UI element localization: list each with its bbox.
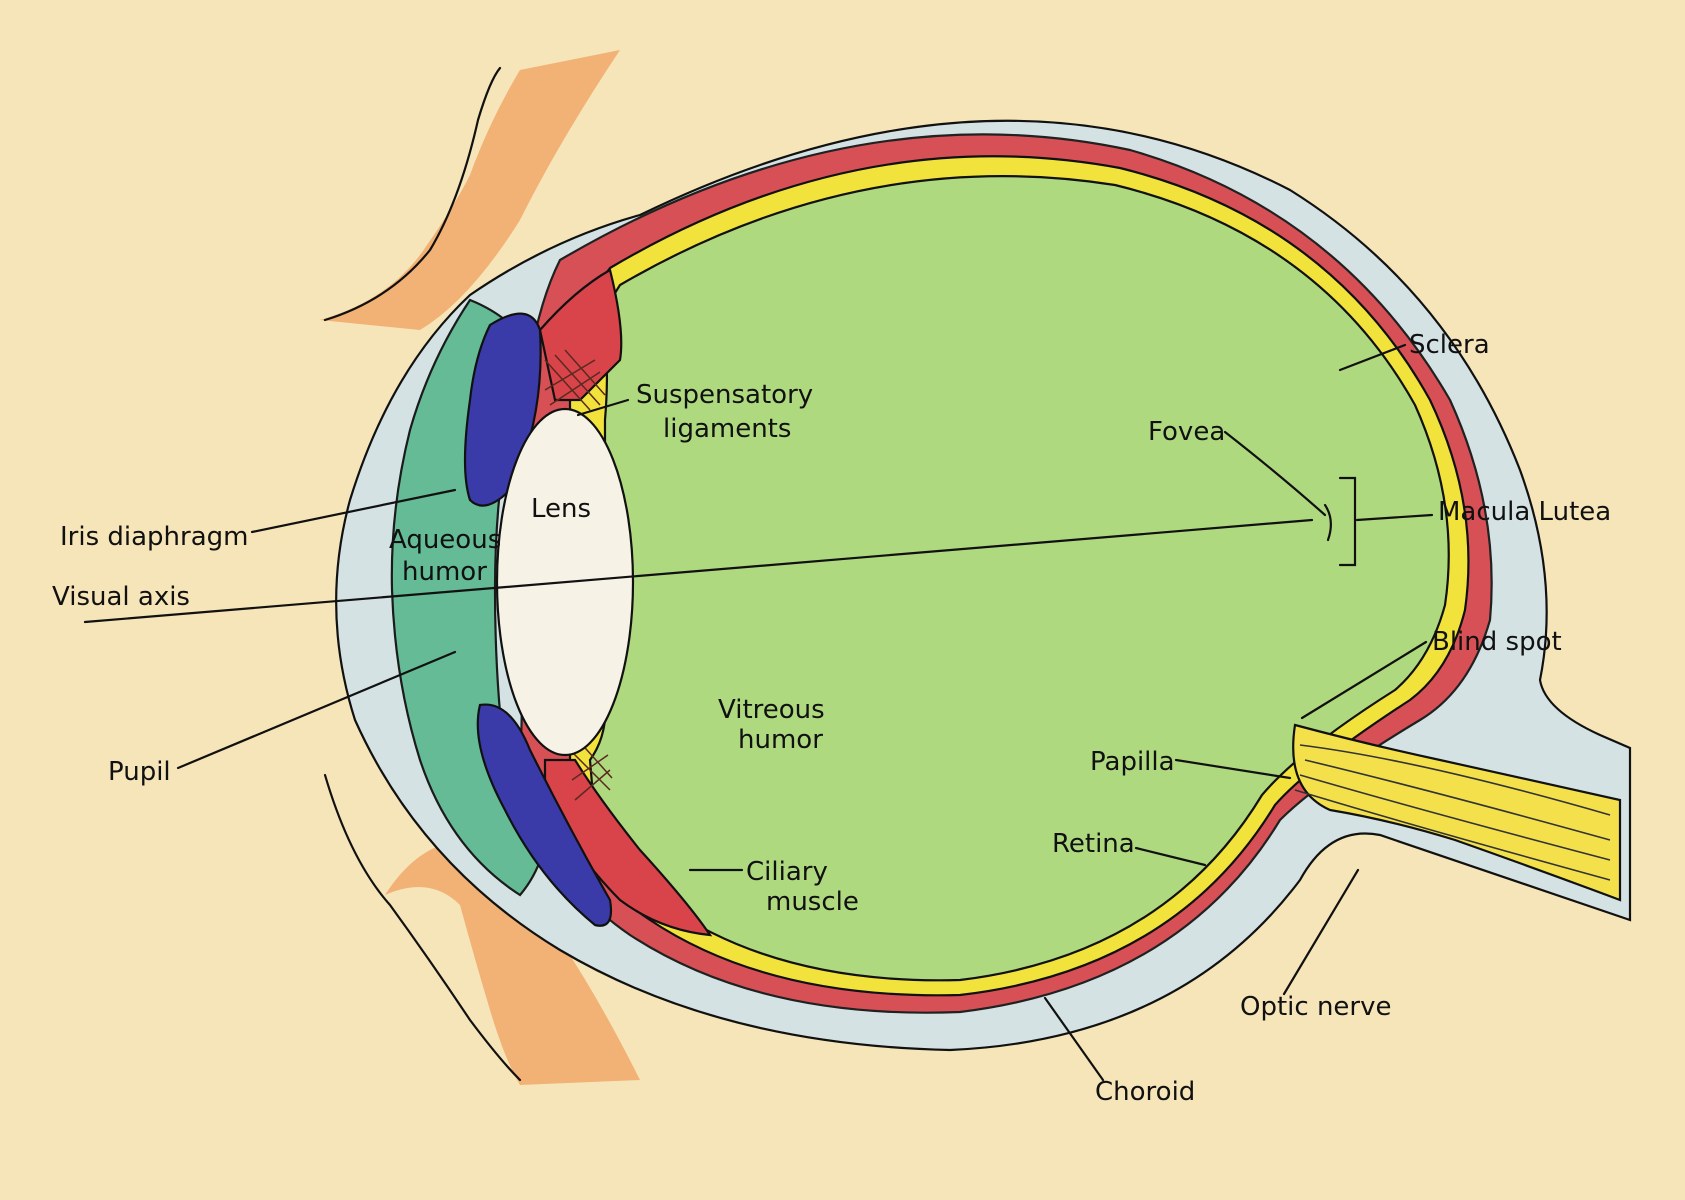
optic-nerve xyxy=(1292,723,1622,902)
label-aqueous-line2: humor xyxy=(402,557,487,587)
suspensatory-ligaments-lower xyxy=(569,739,613,801)
label-papilla: Papilla xyxy=(1090,747,1175,777)
leader-fovea xyxy=(1223,430,1327,517)
leader-suspensatory xyxy=(576,398,630,417)
vitreous-humor xyxy=(588,175,1450,982)
fovea-pit xyxy=(1323,503,1332,542)
label-sclera: Sclera xyxy=(1409,330,1490,360)
leader-blind-spot xyxy=(1300,640,1428,720)
lower-eyelid xyxy=(385,840,640,1085)
label-ciliary-line1: Ciliary xyxy=(746,857,828,887)
leader-iris xyxy=(250,488,457,534)
macula-bracket xyxy=(1338,476,1357,567)
label-optic-nerve: Optic nerve xyxy=(1240,992,1392,1022)
upper-eyelid-outline xyxy=(323,66,502,322)
optic-nerve-fibers xyxy=(1294,744,1611,881)
label-ciliary-line2: muscle xyxy=(766,887,859,917)
visual-axis-line xyxy=(83,518,1314,624)
label-fovea: Fovea xyxy=(1148,417,1225,447)
label-visual-axis: Visual axis xyxy=(52,582,190,612)
label-macula-lutea: Macula Lutea xyxy=(1438,497,1611,527)
ciliary-muscle-upper xyxy=(538,268,623,402)
label-lens: Lens xyxy=(531,494,591,524)
upper-eyelid xyxy=(320,50,620,330)
label-blind-spot: Blind spot xyxy=(1432,627,1562,657)
label-iris-diaphragm: Iris diaphragm xyxy=(60,522,249,552)
leader-sclera xyxy=(1338,343,1407,372)
leader-papilla xyxy=(1174,758,1292,780)
leader-macula xyxy=(1355,513,1434,522)
leader-retina xyxy=(1134,846,1207,867)
label-suspensatory-line2: ligaments xyxy=(663,414,791,444)
iris-lower xyxy=(476,703,613,927)
suspensatory-ligaments-upper xyxy=(544,349,606,411)
label-retina: Retina xyxy=(1052,829,1135,859)
label-choroid: Choroid xyxy=(1095,1077,1195,1107)
leader-pupil xyxy=(176,650,457,770)
label-vitreous-line2: humor xyxy=(738,725,823,755)
leader-optic-nerve xyxy=(1282,868,1360,996)
label-aqueous-line1: Aqueous xyxy=(389,525,501,555)
label-suspensatory-line1: Suspensatory xyxy=(636,380,813,410)
lower-eyelid-outline xyxy=(323,773,522,1082)
label-vitreous-line1: Vitreous xyxy=(718,695,825,725)
leader-choroid xyxy=(1043,996,1105,1082)
label-pupil: Pupil xyxy=(108,757,171,787)
